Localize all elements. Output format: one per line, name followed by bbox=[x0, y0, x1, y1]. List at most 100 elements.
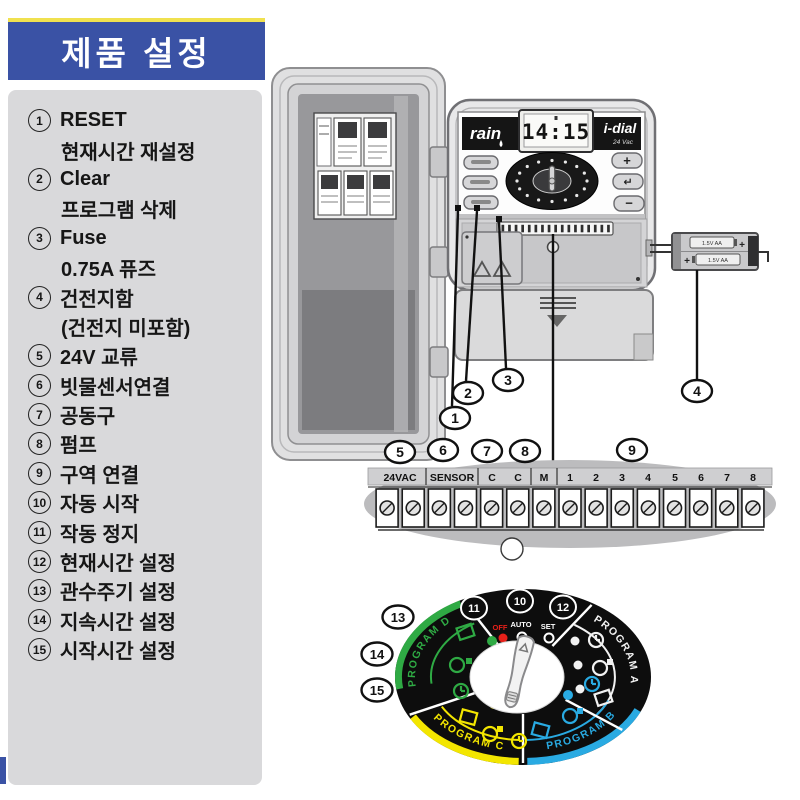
page-title: 제품 설정 bbox=[8, 18, 265, 80]
legend-item-label: 빗물센서연결 bbox=[60, 376, 171, 399]
callout-7: 7 bbox=[483, 443, 491, 459]
callout-8: 8 bbox=[521, 443, 529, 459]
callout-11: 11 bbox=[468, 603, 480, 615]
terminal-screw bbox=[375, 488, 399, 528]
terminal-screw bbox=[636, 488, 661, 528]
terminal-screw bbox=[427, 488, 452, 528]
legend-item-label: 24V 교류 bbox=[60, 347, 138, 370]
battery-plus-label: + bbox=[739, 240, 745, 251]
terminal-label-sensor: SENSOR bbox=[430, 472, 475, 484]
lcd-display: 14:15 bbox=[518, 109, 594, 153]
instruction-cards bbox=[313, 112, 397, 220]
legend-item-label: 건전지함 bbox=[60, 288, 134, 311]
callout-13: 13 bbox=[391, 610, 405, 625]
terminal-label-m: M bbox=[540, 472, 549, 484]
legend-item-number: 2 bbox=[28, 167, 51, 191]
right-buttons: + ↵ − bbox=[611, 152, 645, 212]
off-position-icon bbox=[498, 633, 508, 643]
callout-5: 5 bbox=[396, 444, 404, 460]
terminal-screw bbox=[741, 488, 765, 528]
enter-button bbox=[612, 173, 644, 190]
legend-item-number: 6 bbox=[28, 373, 51, 397]
fuse-slot-strip bbox=[496, 221, 614, 236]
dial-callouts: 10 11 12 bbox=[460, 588, 577, 621]
program-b-rim bbox=[527, 708, 641, 765]
legend-item-sub: 현재시간 재설정 bbox=[61, 141, 196, 164]
front-panel-dial bbox=[505, 152, 599, 210]
dial-knob bbox=[469, 635, 565, 714]
page-edge-tab bbox=[0, 757, 6, 784]
terminal-screw bbox=[401, 488, 426, 528]
knob-pointer-icon bbox=[518, 642, 529, 653]
terminal-screw bbox=[688, 488, 713, 528]
terminal-zone-label: 8 bbox=[750, 472, 756, 484]
cabinet-illustration bbox=[271, 67, 449, 461]
controller-illustration: rain 14:15 i-dial 24 Vac bbox=[446, 98, 657, 361]
terminal-strip: 24VAC SENSOR C C M 1 2 3 4 5 6 7 8 bbox=[364, 460, 776, 561]
rain-logo-droplet-icon bbox=[499, 140, 503, 147]
program-d-rim bbox=[394, 600, 463, 690]
battery-cell bbox=[695, 253, 741, 266]
legend-item-number: 12 bbox=[28, 550, 51, 574]
legend-item-number: 3 bbox=[28, 226, 51, 250]
set-position-icon bbox=[543, 632, 555, 644]
plus-button-label: + bbox=[623, 153, 631, 168]
model-name: i-dial bbox=[604, 120, 638, 136]
terminal-zone-label: 6 bbox=[698, 472, 704, 484]
terminal-screw bbox=[505, 488, 530, 528]
battery-pack: 1.5V AA + 1.5V AA + bbox=[645, 232, 769, 271]
legend-item-number: 8 bbox=[28, 432, 51, 456]
lcd-time: 14:15 bbox=[522, 120, 590, 144]
rain-logo: rain bbox=[470, 124, 501, 143]
program-c-rim bbox=[410, 714, 519, 765]
legend-item-number: 5 bbox=[28, 344, 51, 368]
plus-button bbox=[611, 152, 643, 169]
terminal-screw bbox=[662, 488, 687, 528]
battery-compartment-door bbox=[461, 231, 523, 285]
legend-item: 10 자동 시작 bbox=[28, 488, 262, 517]
warning-triangle-icon bbox=[472, 260, 492, 277]
minus-button bbox=[613, 195, 645, 212]
legend-item-number: 10 bbox=[28, 491, 51, 515]
legend-item-sub: 0.75A 퓨즈 bbox=[61, 259, 156, 282]
legend-item-label: Clear bbox=[60, 167, 111, 190]
terminal-screw bbox=[584, 488, 608, 528]
terminal-zone-label: 5 bbox=[672, 472, 678, 484]
battery-plus-label: + bbox=[684, 256, 690, 267]
legend-item-sub: 프로그램 삭제 bbox=[61, 200, 177, 223]
legend-item-label: 구역 연결 bbox=[60, 464, 140, 487]
callout-6: 6 bbox=[439, 442, 447, 458]
legend-item-sub: (건전지 미포함) bbox=[61, 317, 191, 340]
callout-2: 2 bbox=[464, 385, 472, 401]
terminal-screw bbox=[453, 488, 478, 528]
legend-item-number: 9 bbox=[28, 461, 51, 485]
legend-item-number: 13 bbox=[28, 579, 51, 603]
program-dial: PROGRAM D PROGRAM A PROGRAM C PROGRAM B … bbox=[394, 588, 651, 765]
leader-lines bbox=[450, 205, 699, 462]
callout-12: 12 bbox=[557, 602, 569, 614]
terminal-screw bbox=[532, 488, 556, 528]
callout-9: 9 bbox=[628, 442, 636, 458]
terminal-screw bbox=[714, 488, 739, 528]
terminal-screw bbox=[558, 488, 582, 528]
legend-item-number: 7 bbox=[28, 403, 51, 427]
callout-4: 4 bbox=[693, 383, 701, 399]
terminal-label-24vac: 24VAC bbox=[383, 472, 416, 484]
callout-15: 15 bbox=[370, 683, 384, 698]
minus-button-label: − bbox=[625, 196, 633, 211]
battery-cell-label: 1.5V AA bbox=[702, 241, 722, 247]
legend-item-label: 펌프 bbox=[60, 435, 97, 458]
enter-button-label: ↵ bbox=[623, 177, 632, 189]
dial-set-label: SET bbox=[541, 622, 556, 631]
legend-item-label: 자동 시작 bbox=[60, 494, 140, 517]
callout-14: 14 bbox=[370, 647, 385, 662]
terminal-zone-label: 4 bbox=[645, 472, 651, 484]
